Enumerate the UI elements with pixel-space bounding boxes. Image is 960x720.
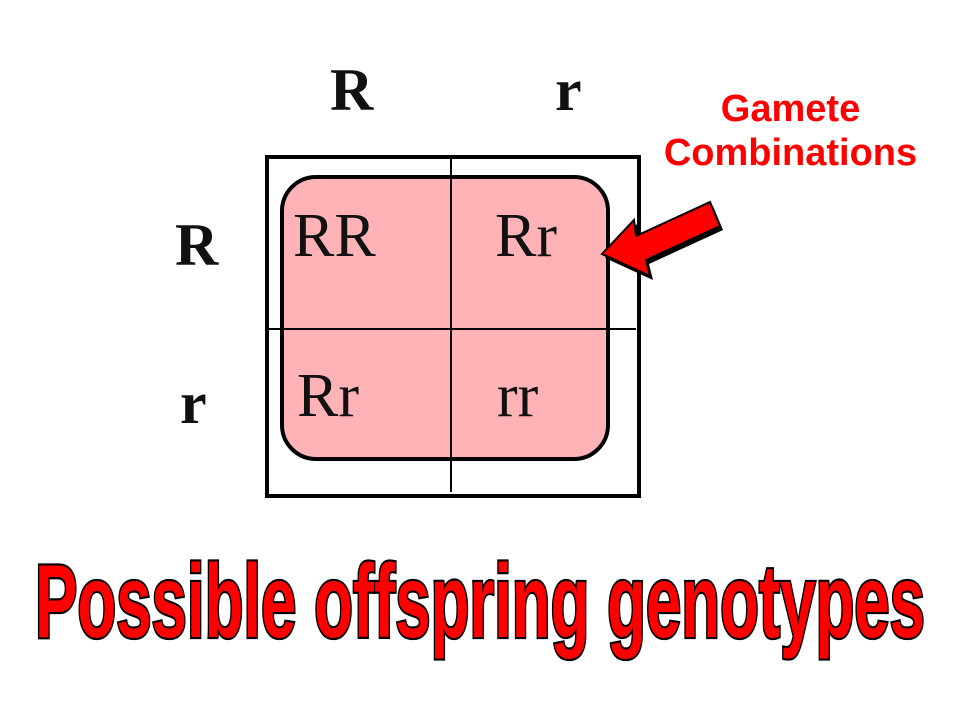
grid-divider-horizontal	[268, 328, 636, 330]
genotype-cell-4: rr	[497, 362, 539, 430]
arrow-left-down-icon	[600, 200, 723, 280]
callout-line-2: Combinations	[663, 131, 918, 174]
callout-line-1: Gamete	[720, 88, 861, 130]
gamete-combinations-callout: Gamete Combinations	[628, 88, 953, 175]
punnett-grid-border	[265, 155, 641, 498]
side-allele-1: R	[175, 212, 219, 278]
top-allele-1: R	[330, 57, 374, 123]
grid-divider-vertical	[450, 158, 452, 492]
offspring-highlight-region	[280, 175, 610, 461]
side-allele-2: r	[180, 370, 207, 436]
genotype-cell-1: RR	[293, 202, 376, 270]
caption-text: Possible offspring genotypes	[35, 545, 925, 660]
top-allele-2: r	[555, 57, 582, 123]
caption-title: Possible offspring genotypes	[33, 545, 927, 662]
genotype-cell-3: Rr	[297, 362, 359, 430]
genotype-cell-2: Rr	[495, 202, 557, 270]
